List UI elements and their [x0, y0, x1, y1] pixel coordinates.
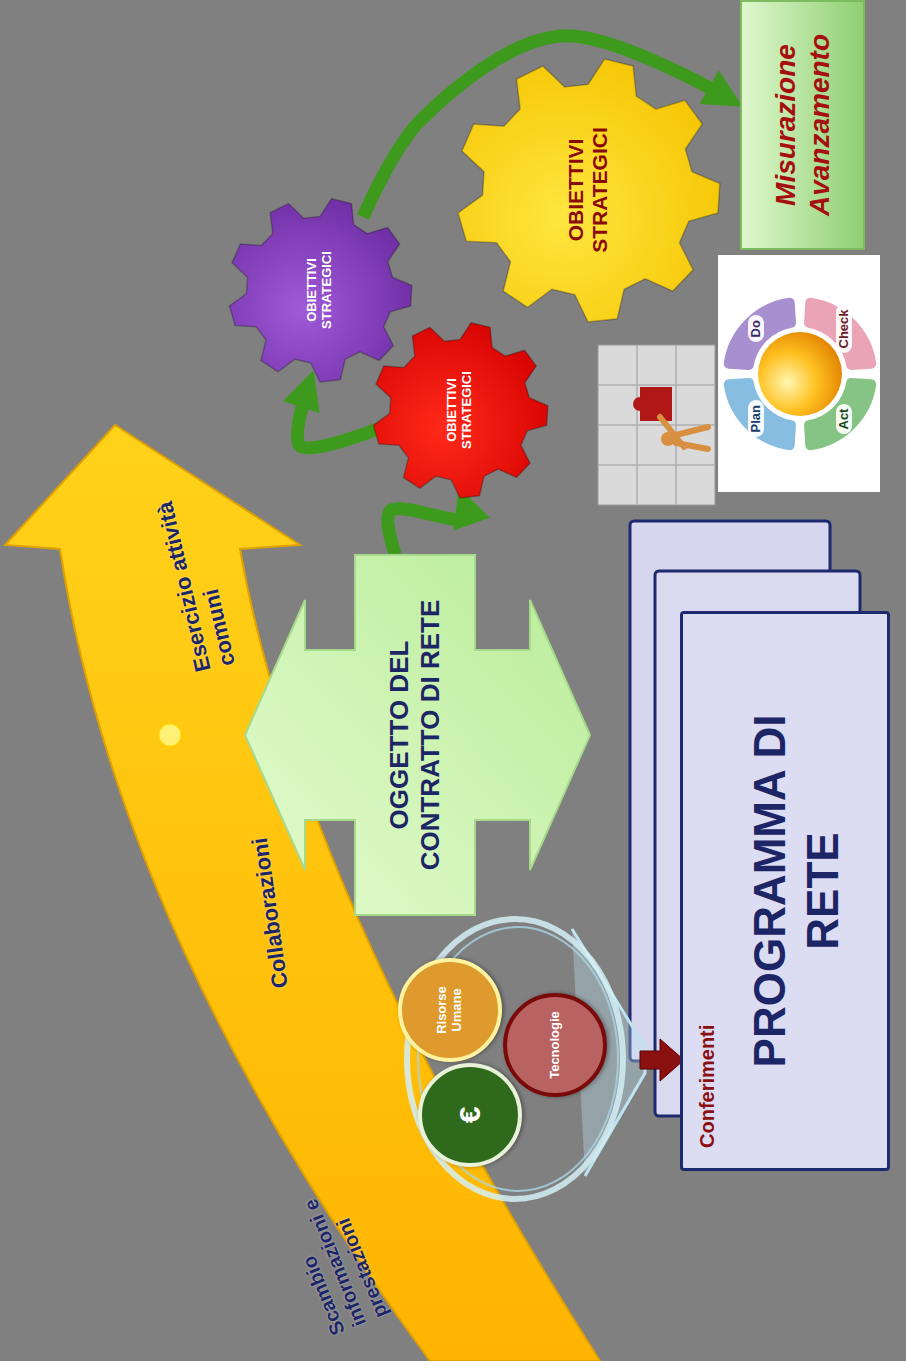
page-heading: Conferimenti	[695, 634, 719, 1148]
node-title: OGGETTO DEL CONTRATTO DI RETE	[384, 555, 446, 915]
gear-text: OBIETTIVI STRATEGICI	[445, 355, 475, 464]
program-page: Conferimenti PROGRAMMA DI RETE	[680, 611, 890, 1171]
goal-gear: OBIETTIVI STRATEGICI	[456, 58, 720, 322]
goal-gear: OBIETTIVI STRATEGICI	[228, 198, 412, 382]
gear-text: OBIETTIVI STRATEGICI	[564, 108, 612, 272]
flow-connector	[388, 506, 467, 555]
flow-label: Collaborazioni	[240, 788, 293, 990]
pdca-panel	[718, 255, 880, 492]
pdca-sphere	[758, 332, 842, 416]
growth-arrow	[5, 425, 600, 1361]
resource-circle: Risorse Umane	[398, 958, 502, 1062]
flow-label: Scambio informazioni e prestazioni	[272, 1174, 392, 1339]
resource-circle: €	[418, 1063, 522, 1167]
pointer-arrow	[640, 1039, 684, 1081]
pdca-label: Do	[748, 315, 765, 342]
measure-text: Misurazione Avanzamento	[769, 10, 836, 240]
pdca-label: Check	[836, 304, 853, 353]
circle-text: €	[453, 1073, 488, 1157]
circle-text: Tecnologie	[548, 1003, 563, 1087]
pdca-label: Act	[836, 404, 853, 435]
object-double-arrow: OGGETTO DEL CONTRATTO DI RETE	[245, 555, 590, 915]
measure-box: Misurazione Avanzamento	[740, 0, 865, 250]
arrow-dot	[159, 724, 181, 746]
flow-label: Esercizio attività comuni	[146, 468, 240, 674]
circle-text: Risorse Umane	[435, 968, 465, 1052]
goal-gear: OBIETTIVI STRATEGICI	[372, 322, 548, 498]
pdca-label: Plan	[748, 400, 765, 437]
gear-text: OBIETTIVI STRATEGICI	[305, 233, 335, 347]
flow-connector	[297, 389, 381, 448]
page-title: PROGRAMMA DI RETE	[744, 674, 850, 1108]
pdca-wheel	[723, 297, 878, 452]
puzzle-picture	[598, 345, 715, 505]
resource-circle: Tecnologie	[503, 993, 607, 1097]
